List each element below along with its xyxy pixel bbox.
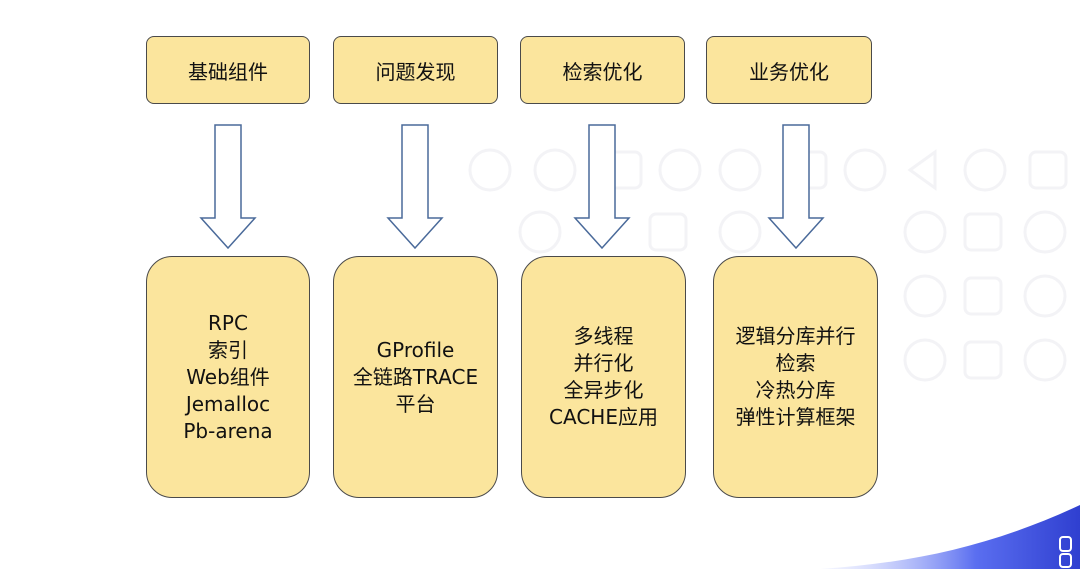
header-box-4: 业务优化 [706, 36, 872, 104]
detail-item: 全异步化 [563, 378, 644, 402]
down-arrow-icon [573, 124, 631, 250]
header-label-2: 问题发现 [375, 59, 456, 84]
detail-item: 检索 [775, 351, 816, 375]
detail-item: RPC [208, 310, 248, 335]
detail-item: Pb-arena [183, 418, 273, 443]
header-label-3: 检索优化 [562, 59, 643, 84]
down-arrow-icon [767, 124, 825, 250]
corner-swoosh-decoration [820, 505, 1080, 569]
detail-item: 弹性计算框架 [735, 405, 856, 429]
detail-item: 逻辑分库并行 [735, 324, 856, 348]
detail-box-3: 多线程 并行化 全异步化 CACHE应用 [521, 256, 686, 498]
detail-item: 多线程 [573, 324, 634, 348]
detail-item: Jemalloc [185, 391, 271, 416]
detail-item: 冷热分库 [755, 378, 836, 402]
header-label-1: 基础组件 [188, 59, 268, 84]
detail-box-1: RPC 索引 Web组件 Jemalloc Pb-arena [146, 256, 310, 498]
detail-box-2: GProfile 全链路TRACE 平台 [333, 256, 498, 498]
detail-item: GProfile [376, 337, 455, 362]
header-box-2: 问题发现 [333, 36, 498, 104]
detail-item: 全链路TRACE [352, 364, 479, 389]
detail-item: 平台 [395, 391, 436, 416]
detail-box-4: 逻辑分库并行 检索 冷热分库 弹性计算框架 [713, 256, 878, 498]
header-box-3: 检索优化 [520, 36, 685, 104]
detail-item: Web组件 [186, 364, 270, 389]
detail-item: 索引 [208, 337, 248, 362]
down-arrow-icon [386, 124, 444, 250]
detail-item: CACHE应用 [549, 405, 658, 429]
down-arrow-icon [199, 124, 257, 250]
header-label-4: 业务优化 [749, 59, 829, 84]
detail-item: 并行化 [573, 351, 634, 375]
header-box-1: 基础组件 [146, 36, 310, 104]
